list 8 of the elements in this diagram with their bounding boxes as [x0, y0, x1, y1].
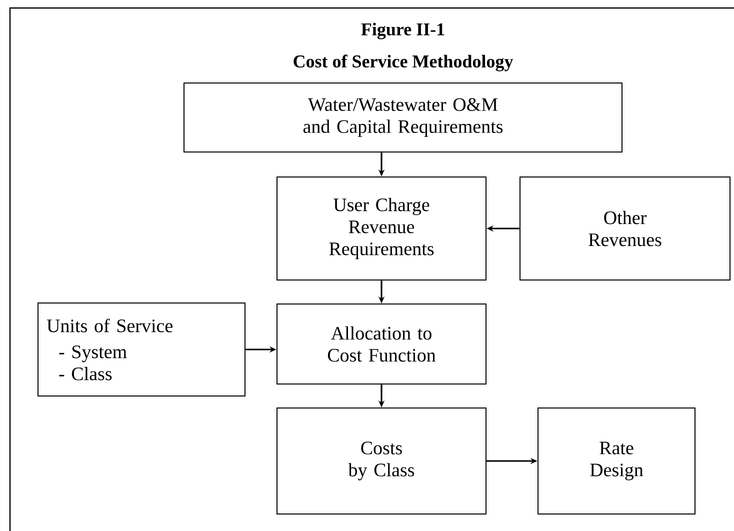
process-box: Units of Service - System - Class [38, 302, 246, 396]
process-box: Allocation to Cost Function [276, 304, 486, 384]
process-box: User Charge Revenue Requirements [276, 176, 486, 280]
figure-title: Figure II-1 [361, 22, 444, 40]
process-box: Other Revenues [520, 176, 730, 280]
process-box: Costs by Class [276, 408, 486, 514]
process-box: Water/Wastewater O&M and Capital Requirements [184, 82, 622, 152]
process-box: Rate Design [538, 408, 696, 514]
